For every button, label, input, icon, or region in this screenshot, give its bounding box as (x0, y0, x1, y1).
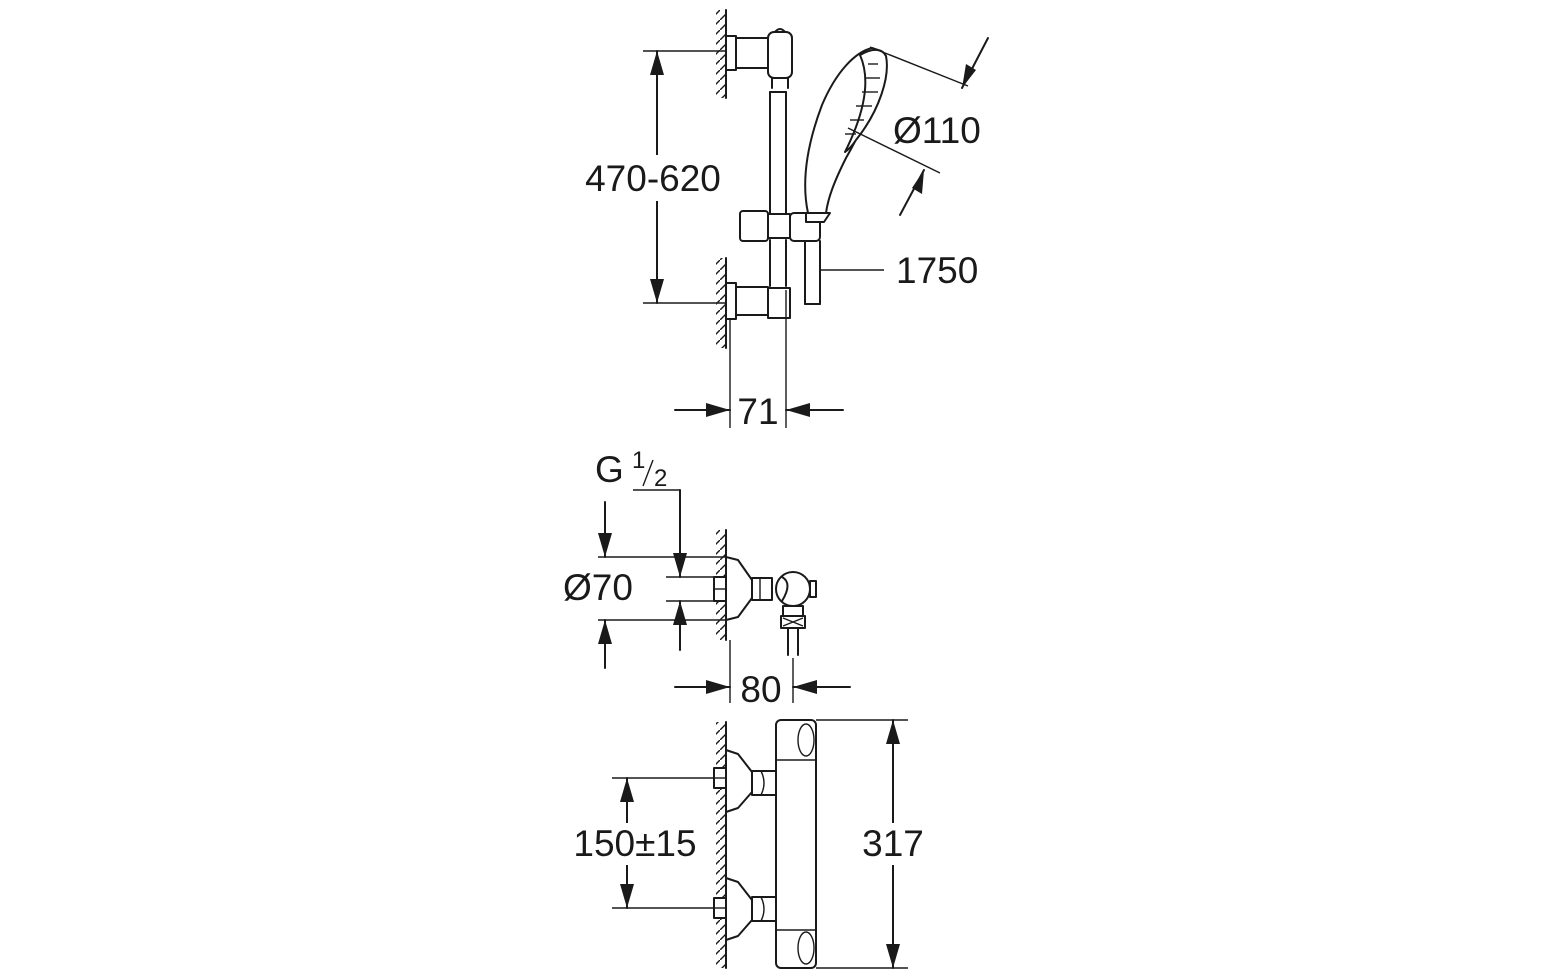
label-thread-num: 1 (632, 447, 645, 474)
wall-bottom (716, 721, 727, 969)
lower-connection (713, 877, 777, 941)
label-thread-letter: G (595, 449, 624, 490)
dim-valve-depth: 80 (674, 640, 851, 710)
hand-shower (804, 47, 888, 214)
thermostat-view: 150±15 317 (573, 719, 930, 969)
dim-thermostat-height: 317 (816, 719, 930, 969)
label-rail-height: 470-620 (585, 158, 721, 199)
shower-rail-set: 470-620 Ø110 1750 71 (579, 9, 989, 432)
valve-body (713, 556, 817, 656)
label-rail-depth: 71 (737, 391, 778, 432)
dim-thread: G 1 2 (595, 447, 714, 651)
thermostat-body (775, 719, 817, 969)
label-inlet-spacing: 150±15 (573, 823, 696, 864)
label-valve-depth: 80 (740, 669, 781, 710)
dim-handshower-diameter: Ø110 (847, 37, 989, 216)
label-handshower-diameter: Ø110 (893, 110, 981, 151)
bottom-bracket (725, 282, 791, 320)
wall-top-bracket (716, 9, 727, 99)
upper-connection (713, 749, 777, 813)
dim-hose-length: 1750 (820, 250, 978, 291)
rail-pipe (769, 91, 787, 287)
top-bracket (725, 28, 793, 89)
label-rosette-diameter: Ø70 (563, 567, 633, 608)
label-thread-den: 2 (654, 465, 667, 492)
shower-hose (804, 240, 821, 305)
dim-rosette-diameter: Ø70 (563, 501, 726, 669)
label-thermostat-height: 317 (862, 823, 924, 864)
label-hose-length: 1750 (896, 250, 978, 291)
dim-inlet-spacing: 150±15 (573, 777, 714, 909)
dim-rail-height: 470-620 (579, 50, 729, 304)
valve-side-view: G 1 2 Ø70 (563, 447, 851, 710)
slider-holder (739, 210, 831, 242)
dim-rail-depth: 71 (674, 290, 844, 432)
